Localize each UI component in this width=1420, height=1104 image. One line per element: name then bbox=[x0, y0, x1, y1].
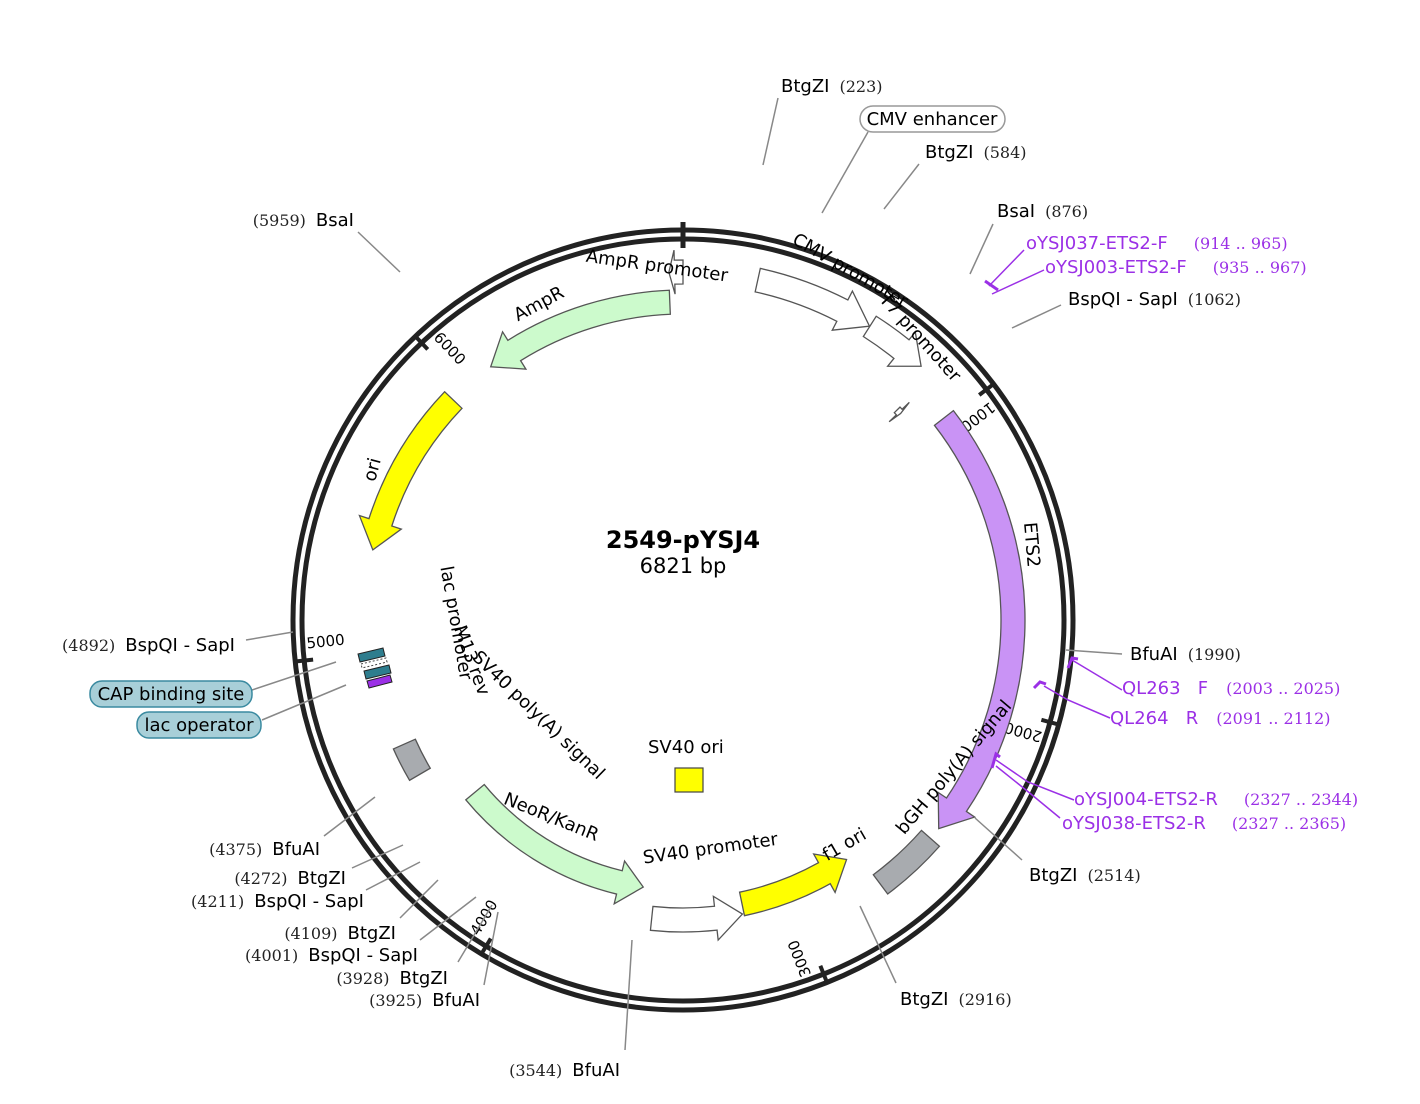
bubble-labels: CMV enhancer CAP binding site lac operat… bbox=[89, 105, 1006, 739]
site-btgzi-2916[interactable]: BtgZI(2916) bbox=[900, 989, 1012, 1010]
tick-2000 bbox=[1040, 717, 1060, 727]
feature-t7-promoter[interactable] bbox=[888, 401, 910, 423]
plasmid-title-block: 2549-pYSJ4 6821 bp bbox=[606, 526, 760, 578]
site-bspqi-4211[interactable]: (4211)BspQI - SapI bbox=[191, 891, 364, 912]
feature-ori[interactable] bbox=[358, 390, 463, 551]
svg-text:lac operator: lac operator bbox=[144, 715, 254, 736]
feature-neor-kanr[interactable] bbox=[464, 783, 645, 906]
site-bspqi-4001[interactable]: (4001)BspQI - SapI bbox=[245, 945, 418, 966]
site-btgzi-3928[interactable]: (3928)BtgZI bbox=[336, 968, 448, 989]
site-btgzi-4272[interactable]: (4272)BtgZI bbox=[234, 868, 346, 889]
tick-3000 bbox=[818, 964, 829, 984]
tick-label-6000: 6000 bbox=[430, 328, 469, 368]
svg-text:CAP binding site: CAP binding site bbox=[98, 684, 245, 705]
tick-label-5000: 5000 bbox=[306, 631, 346, 653]
site-bfuai-3544[interactable]: (3544)BfuAI bbox=[509, 1060, 620, 1081]
feature-ets2[interactable] bbox=[933, 409, 1026, 830]
lac-operator-marker[interactable] bbox=[366, 674, 393, 689]
site-bsai-5959[interactable]: (5959)BsaI bbox=[253, 210, 354, 231]
primer-ql263[interactable]: QL263 F(2003 .. 2025) bbox=[1122, 678, 1340, 699]
primer-oysj004[interactable]: oYSJ004-ETS2-R(2327 .. 2344) bbox=[1074, 789, 1358, 810]
site-bfuai-3925[interactable]: (3925)BfuAI bbox=[369, 990, 480, 1011]
feature-bgh-poly-a-signal[interactable] bbox=[872, 829, 941, 895]
feature-arrows bbox=[358, 249, 1026, 942]
tick-4000 bbox=[479, 937, 493, 955]
site-bfuai-1990[interactable]: BfuAI(1990) bbox=[1130, 644, 1241, 665]
site-bspqi-4892[interactable]: (4892)BspQI - SapI bbox=[62, 635, 235, 656]
site-btgzi-223[interactable]: BtgZI(223) bbox=[781, 76, 883, 97]
feature-f1-ori[interactable] bbox=[738, 853, 848, 917]
primer-ql264[interactable]: QL264 R(2091 .. 2112) bbox=[1110, 708, 1331, 729]
tick-1000 bbox=[978, 382, 995, 397]
cap-binding-site-marker[interactable] bbox=[363, 664, 392, 680]
site-btgzi-4109[interactable]: (4109)BtgZI bbox=[284, 923, 396, 944]
label-sv40-polya: SV40 poly(A) signal bbox=[468, 647, 609, 784]
feature-cmv-enhancer[interactable] bbox=[754, 267, 871, 331]
bubble-cmv-enhancer[interactable]: CMV enhancer bbox=[859, 105, 1006, 133]
plasmid-size: 6821 bp bbox=[640, 554, 727, 578]
label-sv40-ori: SV40 ori bbox=[648, 737, 724, 758]
feature-sv40-promoter[interactable] bbox=[649, 895, 744, 942]
primer-oysj003[interactable]: oYSJ003-ETS2-F(935 .. 967) bbox=[1045, 257, 1307, 278]
label-ampr-promoter: AmpR promoter bbox=[585, 246, 730, 287]
label-sv40-promoter: SV40 promoter bbox=[642, 829, 780, 869]
backbone bbox=[290, 227, 1076, 1013]
site-btgzi-584[interactable]: BtgZI(584) bbox=[925, 142, 1027, 163]
primer-oysj038[interactable]: oYSJ038-ETS2-R(2327 .. 2365) bbox=[1062, 813, 1346, 834]
primer-markers bbox=[984, 249, 1123, 819]
bubble-lac-operator[interactable]: lac operator bbox=[136, 711, 262, 739]
site-btgzi-2514[interactable]: BtgZI(2514) bbox=[1029, 865, 1141, 886]
restriction-site-labels: BtgZI(223) BtgZI(584) BsaI(876) BspQI - … bbox=[62, 76, 1241, 1081]
site-bfuai-4375[interactable]: (4375)BfuAI bbox=[209, 839, 320, 860]
primer-oysj037[interactable]: oYSJ037-ETS2-F(914 .. 965) bbox=[1026, 233, 1288, 254]
tick-label-3000: 3000 bbox=[784, 937, 815, 979]
feature-sv40-poly-a-signal[interactable] bbox=[392, 738, 432, 782]
lac-region-features bbox=[357, 647, 393, 689]
label-ori: ori bbox=[359, 456, 385, 484]
feature-ampr[interactable] bbox=[489, 289, 671, 370]
feature-cmv-promoter[interactable] bbox=[862, 315, 922, 367]
tick-6000 bbox=[413, 334, 430, 351]
bubble-cap-binding-site[interactable]: CAP binding site bbox=[89, 680, 253, 708]
label-ets2: ETS2 bbox=[1019, 521, 1044, 568]
primer-labels: oYSJ037-ETS2-F(914 .. 965) oYSJ003-ETS2-… bbox=[1026, 233, 1358, 834]
tick-5000 bbox=[295, 657, 314, 664]
lac-promoter-marker[interactable] bbox=[357, 647, 386, 663]
leader-lines bbox=[245, 97, 1123, 1051]
svg-text:CMV enhancer: CMV enhancer bbox=[867, 109, 998, 130]
plasmid-name: 2549-pYSJ4 bbox=[606, 526, 760, 554]
site-bspqi-1062[interactable]: BspQI - SapI(1062) bbox=[1068, 289, 1241, 310]
m13-rev-primer-marker[interactable] bbox=[360, 657, 388, 669]
feature-sv40-ori[interactable] bbox=[674, 767, 704, 793]
site-bsai-876[interactable]: BsaI(876) bbox=[997, 201, 1088, 222]
feature-ampr-promoter[interactable] bbox=[668, 249, 684, 295]
